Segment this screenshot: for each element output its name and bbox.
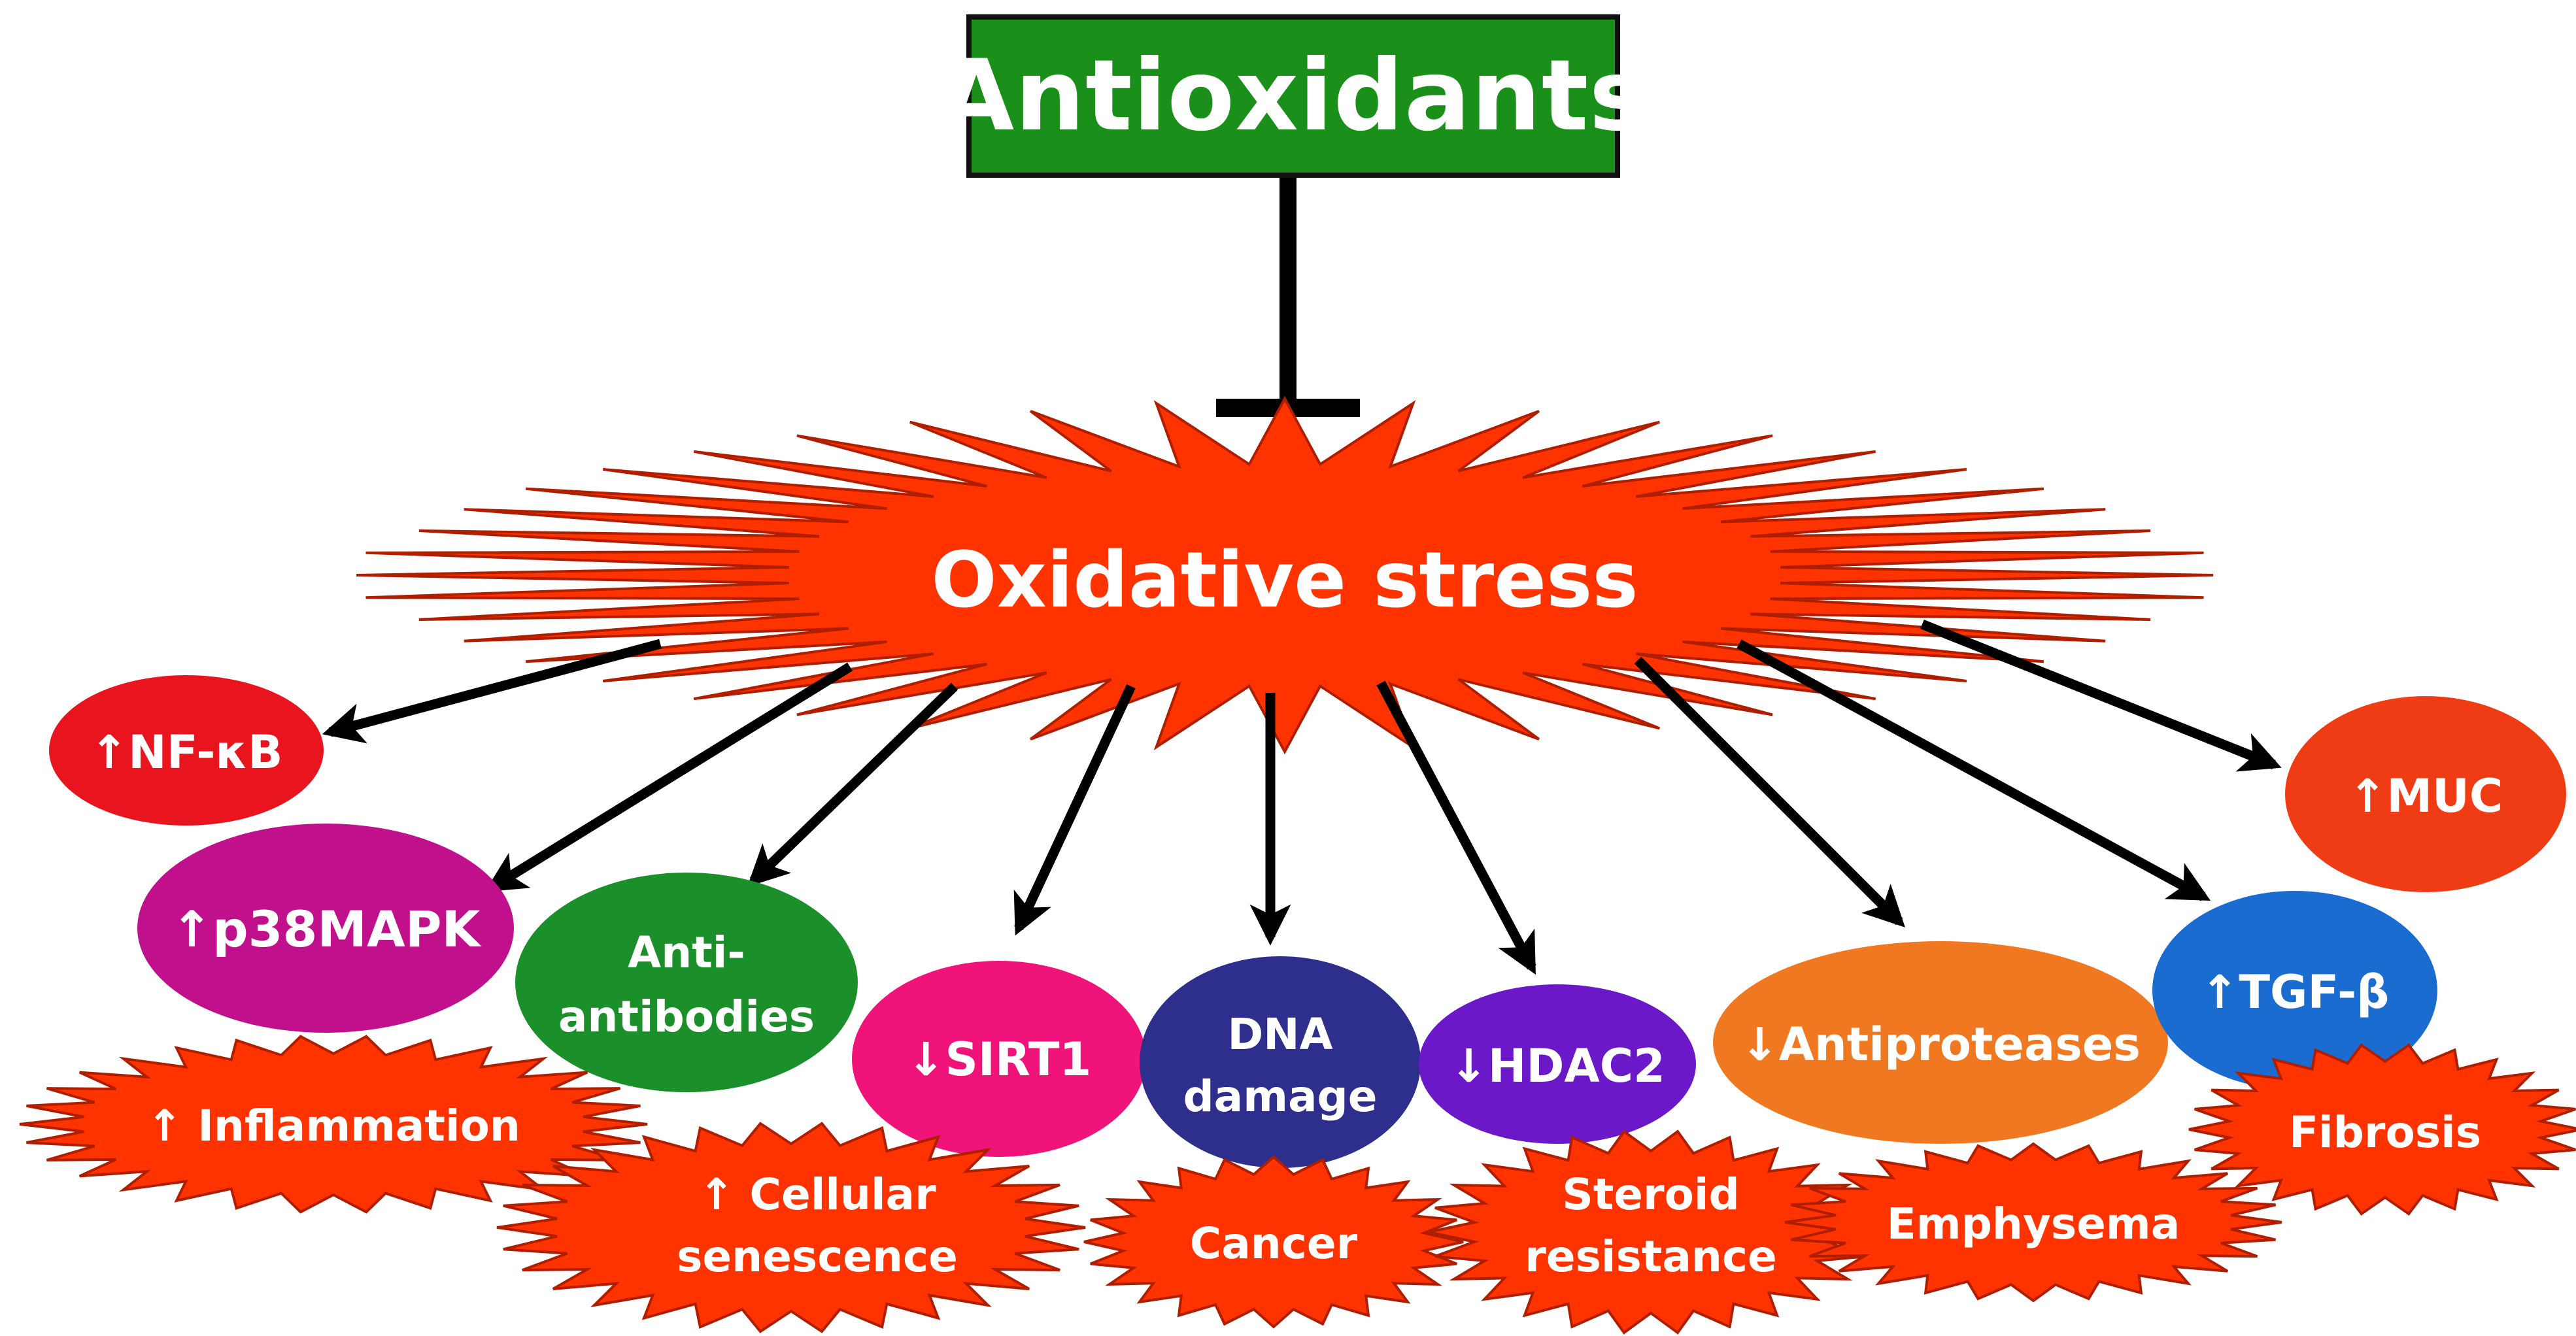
mediator-sirt1: ↓SIRT1 — [852, 961, 1146, 1157]
arrow-icon — [1013, 684, 1136, 936]
svg-text:Emphysema: Emphysema — [1887, 1199, 2180, 1249]
mediator-muc: ↑MUC — [2285, 696, 2566, 892]
outcome-fibrosis: Fibrosis — [2188, 1043, 2576, 1216]
arrow-icon — [1737, 639, 2211, 901]
outcome-inflammation: ↑ Inflammation — [19, 1035, 648, 1214]
arrow-icon — [322, 639, 662, 744]
svg-text:resistance: resistance — [1525, 1231, 1776, 1282]
svg-text:Steroid: Steroid — [1562, 1169, 1740, 1220]
svg-text:↓HDAC2: ↓HDAC2 — [1449, 1039, 1665, 1093]
mediator-dna-damage: DNA damage — [1140, 956, 1421, 1168]
oxidative-stress-label: Oxidative stress — [931, 535, 1638, 625]
svg-text:Fibrosis: Fibrosis — [2289, 1107, 2481, 1158]
antioxidants-title: Antioxidants — [938, 39, 1648, 153]
svg-text:↓Antiproteases: ↓Antiproteases — [1740, 1018, 2141, 1071]
svg-text:↑p38MAPK: ↑p38MAPK — [171, 900, 483, 958]
mediator-p38mapk: ↑p38MAPK — [137, 824, 514, 1033]
svg-text:↑ Cellular: ↑ Cellular — [698, 1169, 936, 1220]
outcome-steroid-resistance: Steroid resistance — [1428, 1129, 1874, 1335]
svg-text:Anti-: Anti- — [628, 927, 745, 978]
svg-text:↑MUC: ↑MUC — [2348, 769, 2503, 823]
svg-text:Cancer: Cancer — [1190, 1218, 1358, 1269]
arrow-icon — [1634, 656, 1905, 927]
mediator-tgfb: ↑TGF-β — [2152, 891, 2437, 1090]
arrow-icon — [484, 662, 853, 892]
outcome-emphysema: Emphysema — [1784, 1142, 2282, 1303]
svg-text:DNA: DNA — [1227, 1009, 1332, 1060]
antioxidants-box: Antioxidants — [938, 14, 1648, 178]
outcome-cellular-senescence: ↑ Cellular senescence — [496, 1122, 1086, 1333]
svg-text:↑ Inflammation: ↑ Inflammation — [146, 1101, 520, 1151]
inhibition-bar-icon — [1216, 178, 1360, 417]
arrow-icon — [1376, 680, 1536, 975]
mediator-anti-antibodies: Anti- antibodies — [515, 873, 858, 1092]
mediator-nfkb: ↑NF-κB — [49, 675, 324, 826]
svg-text:↑NF-κB: ↑NF-κB — [90, 726, 282, 779]
svg-text:↓SIRT1: ↓SIRT1 — [907, 1033, 1091, 1086]
arrow-icon — [1920, 620, 2282, 772]
outcome-cancer: Cancer — [1083, 1155, 1464, 1329]
svg-text:↑TGF-β: ↑TGF-β — [2201, 965, 2390, 1019]
svg-text:damage: damage — [1183, 1071, 1377, 1122]
arrow-icon — [747, 682, 958, 887]
mediator-hdac2: ↓HDAC2 — [1419, 984, 1696, 1144]
svg-text:senescence: senescence — [677, 1231, 958, 1282]
oxidative-stress-burst: Oxidative stress — [356, 395, 2214, 755]
effect-arrows — [322, 620, 2282, 975]
svg-text:antibodies: antibodies — [558, 992, 815, 1042]
mediator-antiproteases: ↓Antiproteases — [1713, 941, 2168, 1144]
